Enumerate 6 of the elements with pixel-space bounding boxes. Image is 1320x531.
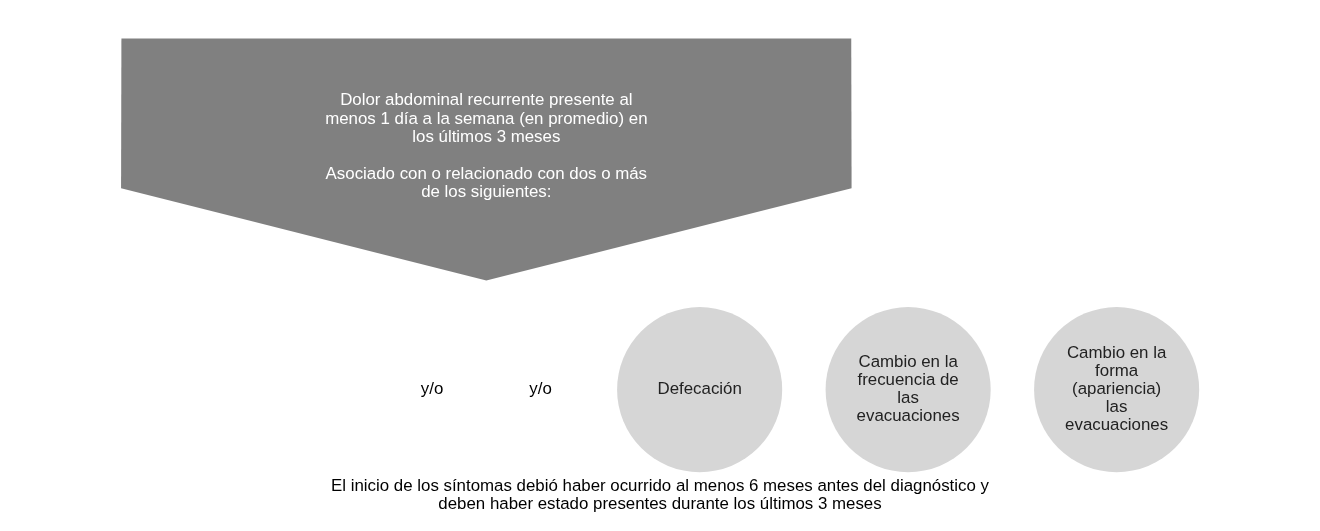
node-circle: Cambio en la frecuencia de las evacuaciones [825,307,991,473]
node-circle: Defecación [617,307,783,473]
node-circle: Cambio en la forma (apariencia) las evacuaciones [1034,307,1200,473]
caption: El inicio de los síntomas debió haber ocurrido al menos 6 meses antes del diagnóstico y deben haber estado presentes durante los últimos 3 meses [331,475,989,513]
label: y/o [420,379,444,399]
label: y/o [529,379,552,399]
